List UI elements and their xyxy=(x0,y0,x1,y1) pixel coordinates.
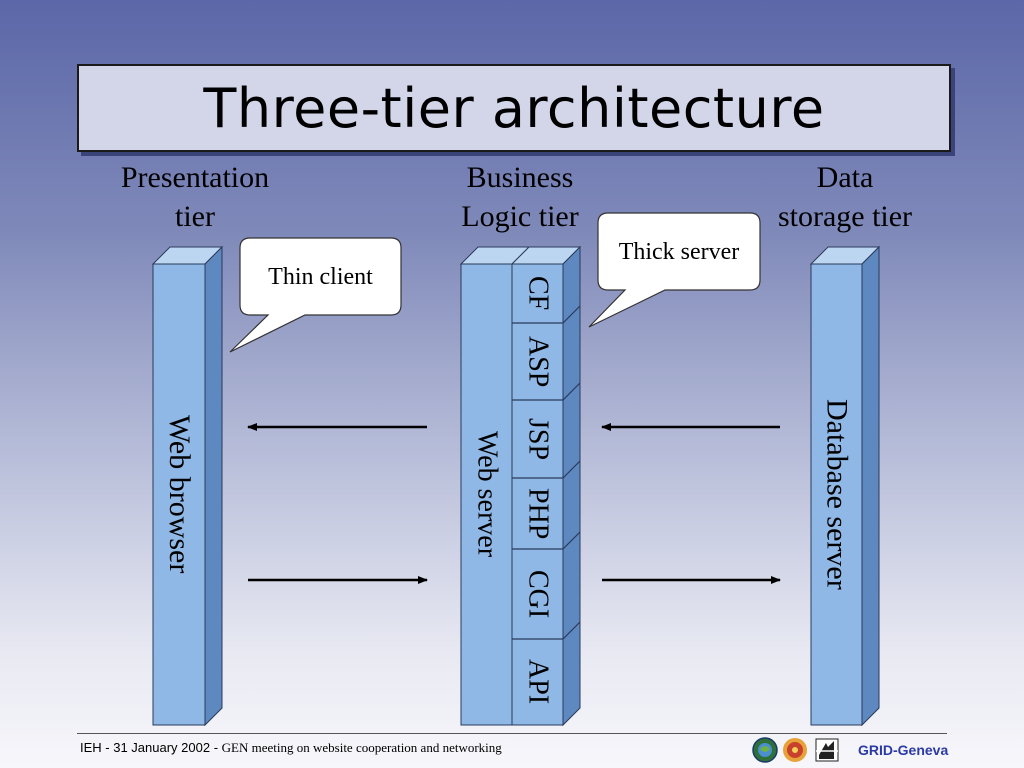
web-server-label: Web server xyxy=(471,431,503,558)
footer-divider xyxy=(77,733,947,734)
stack-side-divider xyxy=(562,531,581,550)
page-title: Three-tier architecture xyxy=(203,76,825,140)
thick-server-callout xyxy=(588,212,761,328)
tech-label-php: PHP xyxy=(522,487,554,540)
globe-logo-icon xyxy=(752,737,778,763)
footer-date: IEH - 31 January 2002 - xyxy=(80,740,222,755)
tech-label-cgi: CGI xyxy=(522,569,554,619)
tier-label-business: Business Logic tier xyxy=(461,161,579,233)
title-box: Three-tier architecture xyxy=(77,64,951,152)
stack-side-divider xyxy=(562,621,581,640)
stack-side-divider xyxy=(562,460,581,479)
thick-server-label: Thick server xyxy=(618,239,740,265)
footer-brand: GRID-Geneva xyxy=(858,742,949,758)
grid-logo-icon xyxy=(815,738,839,762)
technology-stack xyxy=(510,245,582,727)
thin-client-callout xyxy=(229,237,402,353)
tier-label-presentation: Presentation tier xyxy=(120,161,270,233)
tech-label-api: API xyxy=(522,659,554,705)
web-browser-label: Web browser xyxy=(163,415,196,574)
web-browser-bar xyxy=(151,245,224,727)
tech-label-cf: CF xyxy=(522,276,554,311)
stack-side-divider xyxy=(562,382,581,401)
stack-side-divider xyxy=(562,305,581,324)
tech-label-jsp: JSP xyxy=(522,417,554,461)
tech-label-asp: ASP xyxy=(522,335,554,388)
tier-label-data: Data storage tier xyxy=(777,161,913,233)
database-server-bar xyxy=(809,245,881,727)
web-server-bar xyxy=(459,246,531,726)
thin-client-label: Thin client xyxy=(268,264,373,290)
footer-meeting: GEN meeting on website cooperation and n… xyxy=(221,740,502,755)
footer-text: IEH - 31 January 2002 - GEN meeting on w… xyxy=(80,740,502,756)
flower-logo-icon xyxy=(783,738,807,762)
database-server-label: Database server xyxy=(820,399,854,590)
